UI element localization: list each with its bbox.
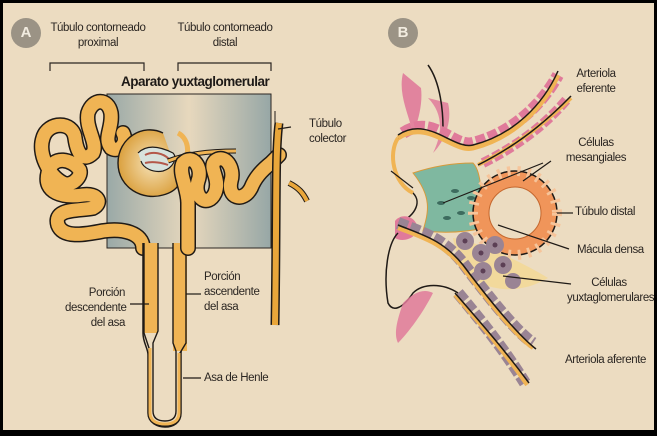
figure-frame: A B Túbulo contorneado proximal Túbulo c… <box>3 3 654 430</box>
panel-b-artwork <box>385 64 573 387</box>
label-collecting-tubule: Túbulo colector <box>309 118 347 145</box>
label-juxtaglomerular-apparatus: Aparato yuxtaglomerular <box>121 74 270 89</box>
label-distal-tubule-b: Túbulo distal <box>575 206 636 218</box>
label-descending-limb: Porción descendente del asa <box>65 287 127 329</box>
label-afferent-arteriole: Arteriola aferente <box>565 354 647 366</box>
panel-a-badge: A <box>11 18 41 48</box>
label-loop-of-henle: Asa de Henle <box>204 372 269 384</box>
panel-b-badge: B <box>388 18 418 48</box>
label-efferent-arteriole: Arteriola eferente <box>576 68 616 95</box>
label-mesangial-cells: Células mesangiales <box>565 137 627 164</box>
label-ascending-limb: Porción ascendente del asa <box>204 271 260 313</box>
label-distal-tubule: Túbulo contorneado distal <box>177 22 273 49</box>
diagram-artwork <box>33 62 573 428</box>
glomerulus <box>117 129 237 198</box>
label-proximal-tubule: Túbulo contorneado proximal <box>50 22 146 49</box>
label-macula-densa: Mácula densa <box>577 244 644 256</box>
label-jg-cells: Células yuxtaglomerulares <box>567 277 654 304</box>
distal-tubule-ring <box>468 166 562 260</box>
panel-a-artwork <box>33 62 310 428</box>
distal-bracket <box>177 62 272 71</box>
proximal-bracket <box>49 62 145 71</box>
